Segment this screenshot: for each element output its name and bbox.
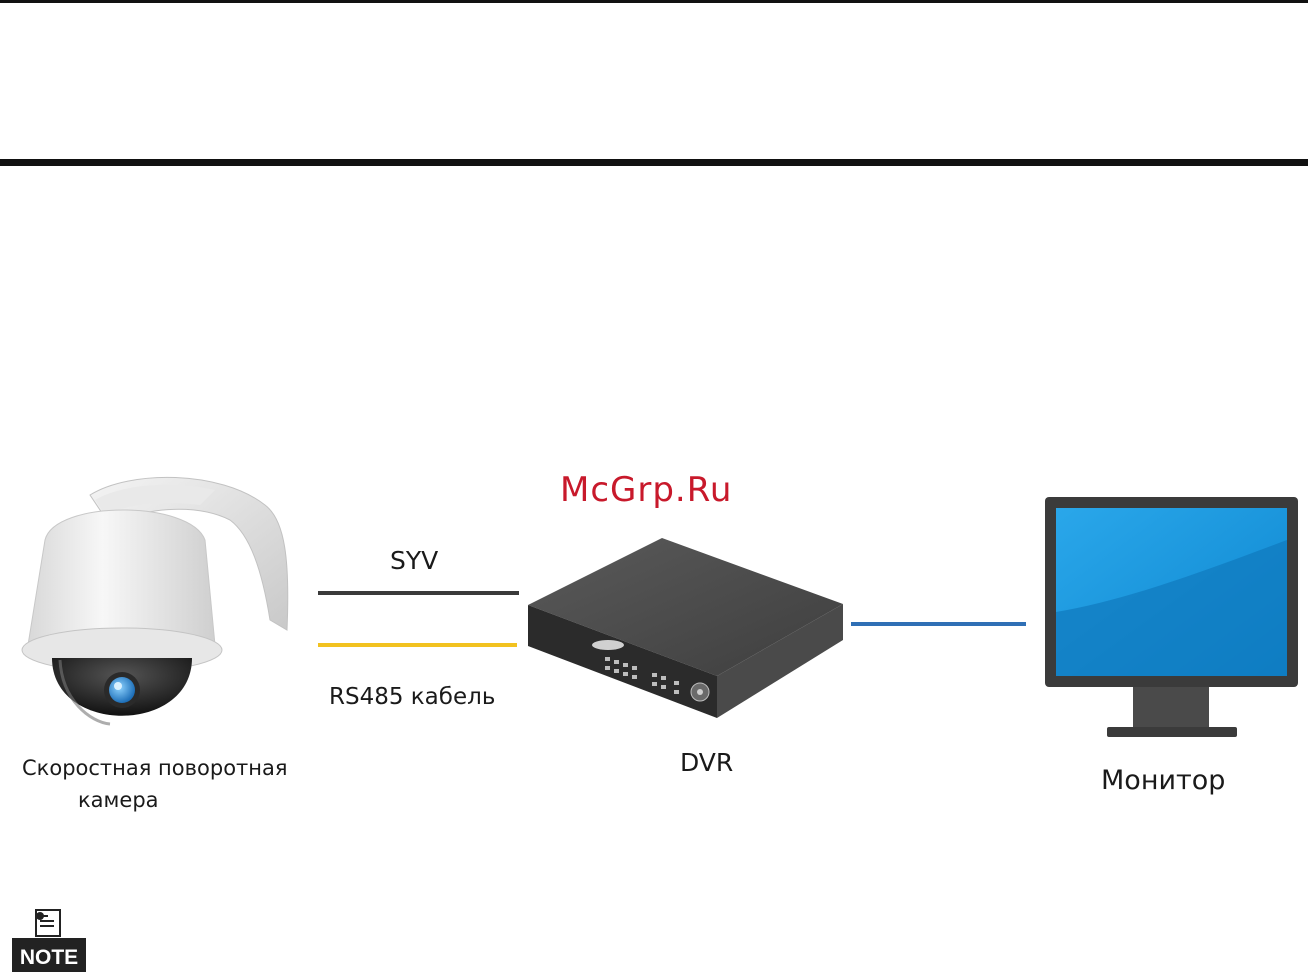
note-icon: NOTE [10, 908, 88, 974]
dvr-box-icon [528, 538, 843, 718]
rs485-cable-label: RS485 кабель [329, 684, 495, 710]
camera-label-line2: камера [78, 788, 159, 812]
watermark: McGrp.Ru [560, 470, 732, 510]
monitor-label: Монитор [1101, 765, 1225, 796]
monitor-icon [1045, 497, 1298, 737]
camera-label-line1: Скоростная поворотная [22, 756, 288, 780]
syv-cable-label: SYV [390, 546, 438, 575]
dvr-label: DVR [680, 748, 733, 777]
speed-dome-camera-icon [22, 477, 288, 724]
note-text: NOTE [20, 946, 78, 969]
